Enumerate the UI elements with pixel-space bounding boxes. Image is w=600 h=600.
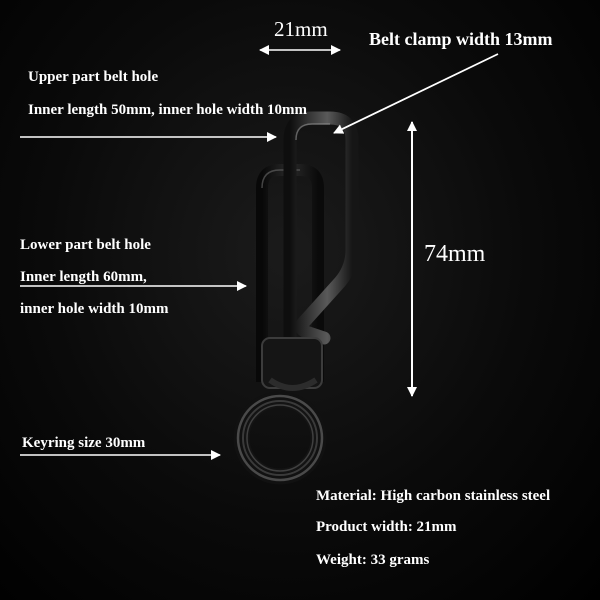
spec-width: Product width: 21mm — [316, 519, 457, 535]
height-dimension-value: 74mm — [424, 241, 486, 267]
belt-clamp-label: Belt clamp width 13mm — [369, 29, 553, 49]
belt-clamp-pointer — [333, 53, 499, 134]
keyring — [233, 391, 327, 485]
lower-hole-detail-length: Inner length 60mm, — [20, 269, 147, 285]
spec-weight: Weight: 33 grams — [316, 552, 430, 568]
width-dimension-value: 21mm — [274, 17, 328, 41]
spec-material: Material: High carbon stainless steel — [316, 488, 551, 504]
keyring-label: Keyring size 30mm — [22, 435, 146, 451]
upper-hole-title: Upper part belt hole — [28, 69, 159, 85]
upper-belt-clamp — [283, 111, 359, 379]
lower-hole-detail-width: inner hole width 10mm — [20, 301, 169, 317]
upper-hole-detail: Inner length 50mm, inner hole width 10mm — [28, 102, 308, 118]
clip-base — [261, 337, 323, 391]
lower-hole-title: Lower part belt hole — [20, 237, 151, 253]
